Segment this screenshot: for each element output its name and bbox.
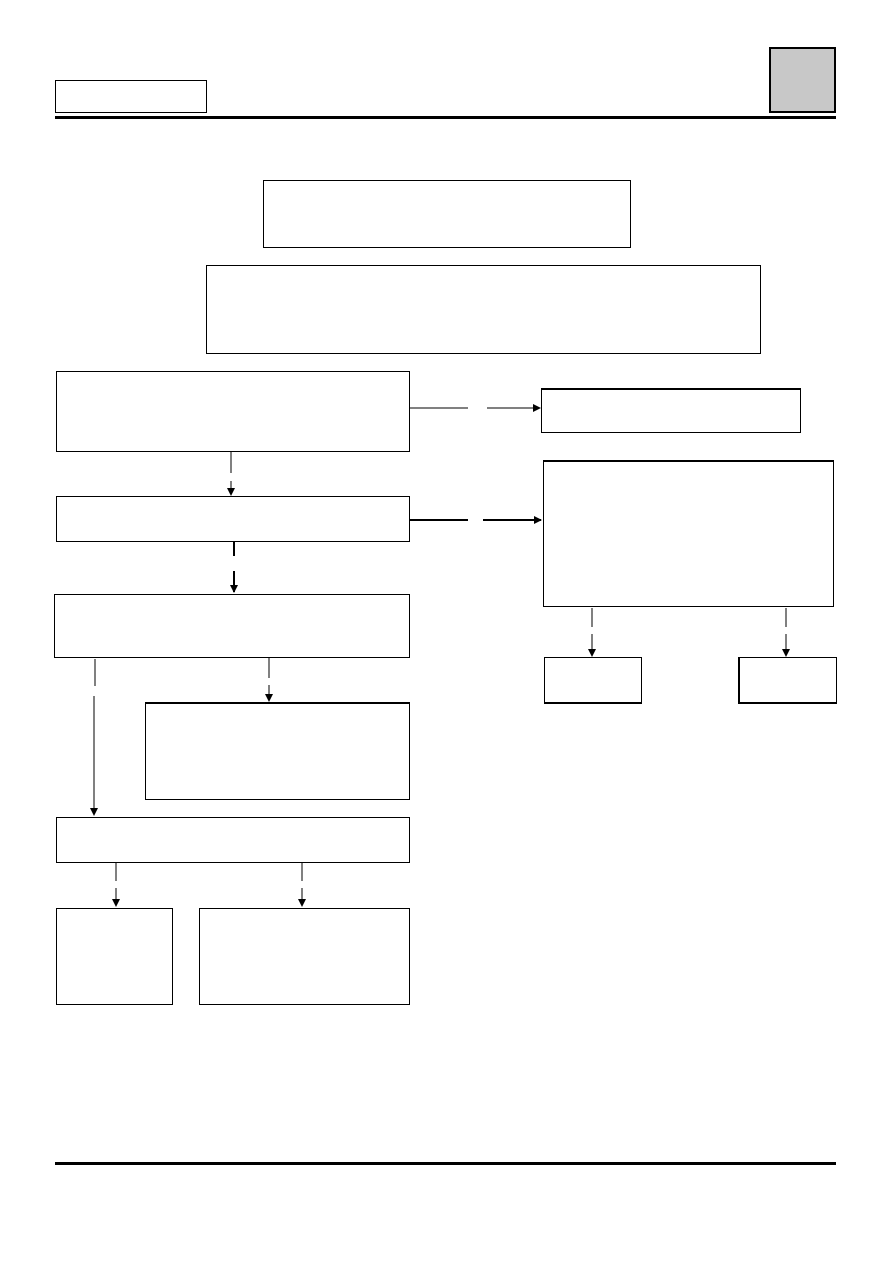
flow-step4-result-b-box	[199, 908, 410, 1005]
flow-step3-box	[54, 594, 410, 658]
flow-step2-result-a-box	[544, 657, 642, 704]
flow-step4-box	[56, 817, 410, 863]
flow-step3-result-box	[145, 702, 410, 800]
header-tab	[769, 47, 836, 113]
flow-step2-result-b-box	[738, 657, 837, 704]
flow-second-box	[206, 265, 761, 354]
flow-step2-result-box	[543, 460, 834, 607]
header-rule	[55, 116, 836, 119]
flow-step4-result-a-box	[56, 908, 173, 1005]
header-label-box	[55, 80, 207, 113]
flow-step1-result-box	[541, 388, 801, 433]
flow-step1-box	[56, 371, 410, 452]
footer-rule	[55, 1162, 836, 1165]
flow-top-box	[263, 180, 631, 248]
flow-step2-box	[56, 496, 410, 542]
